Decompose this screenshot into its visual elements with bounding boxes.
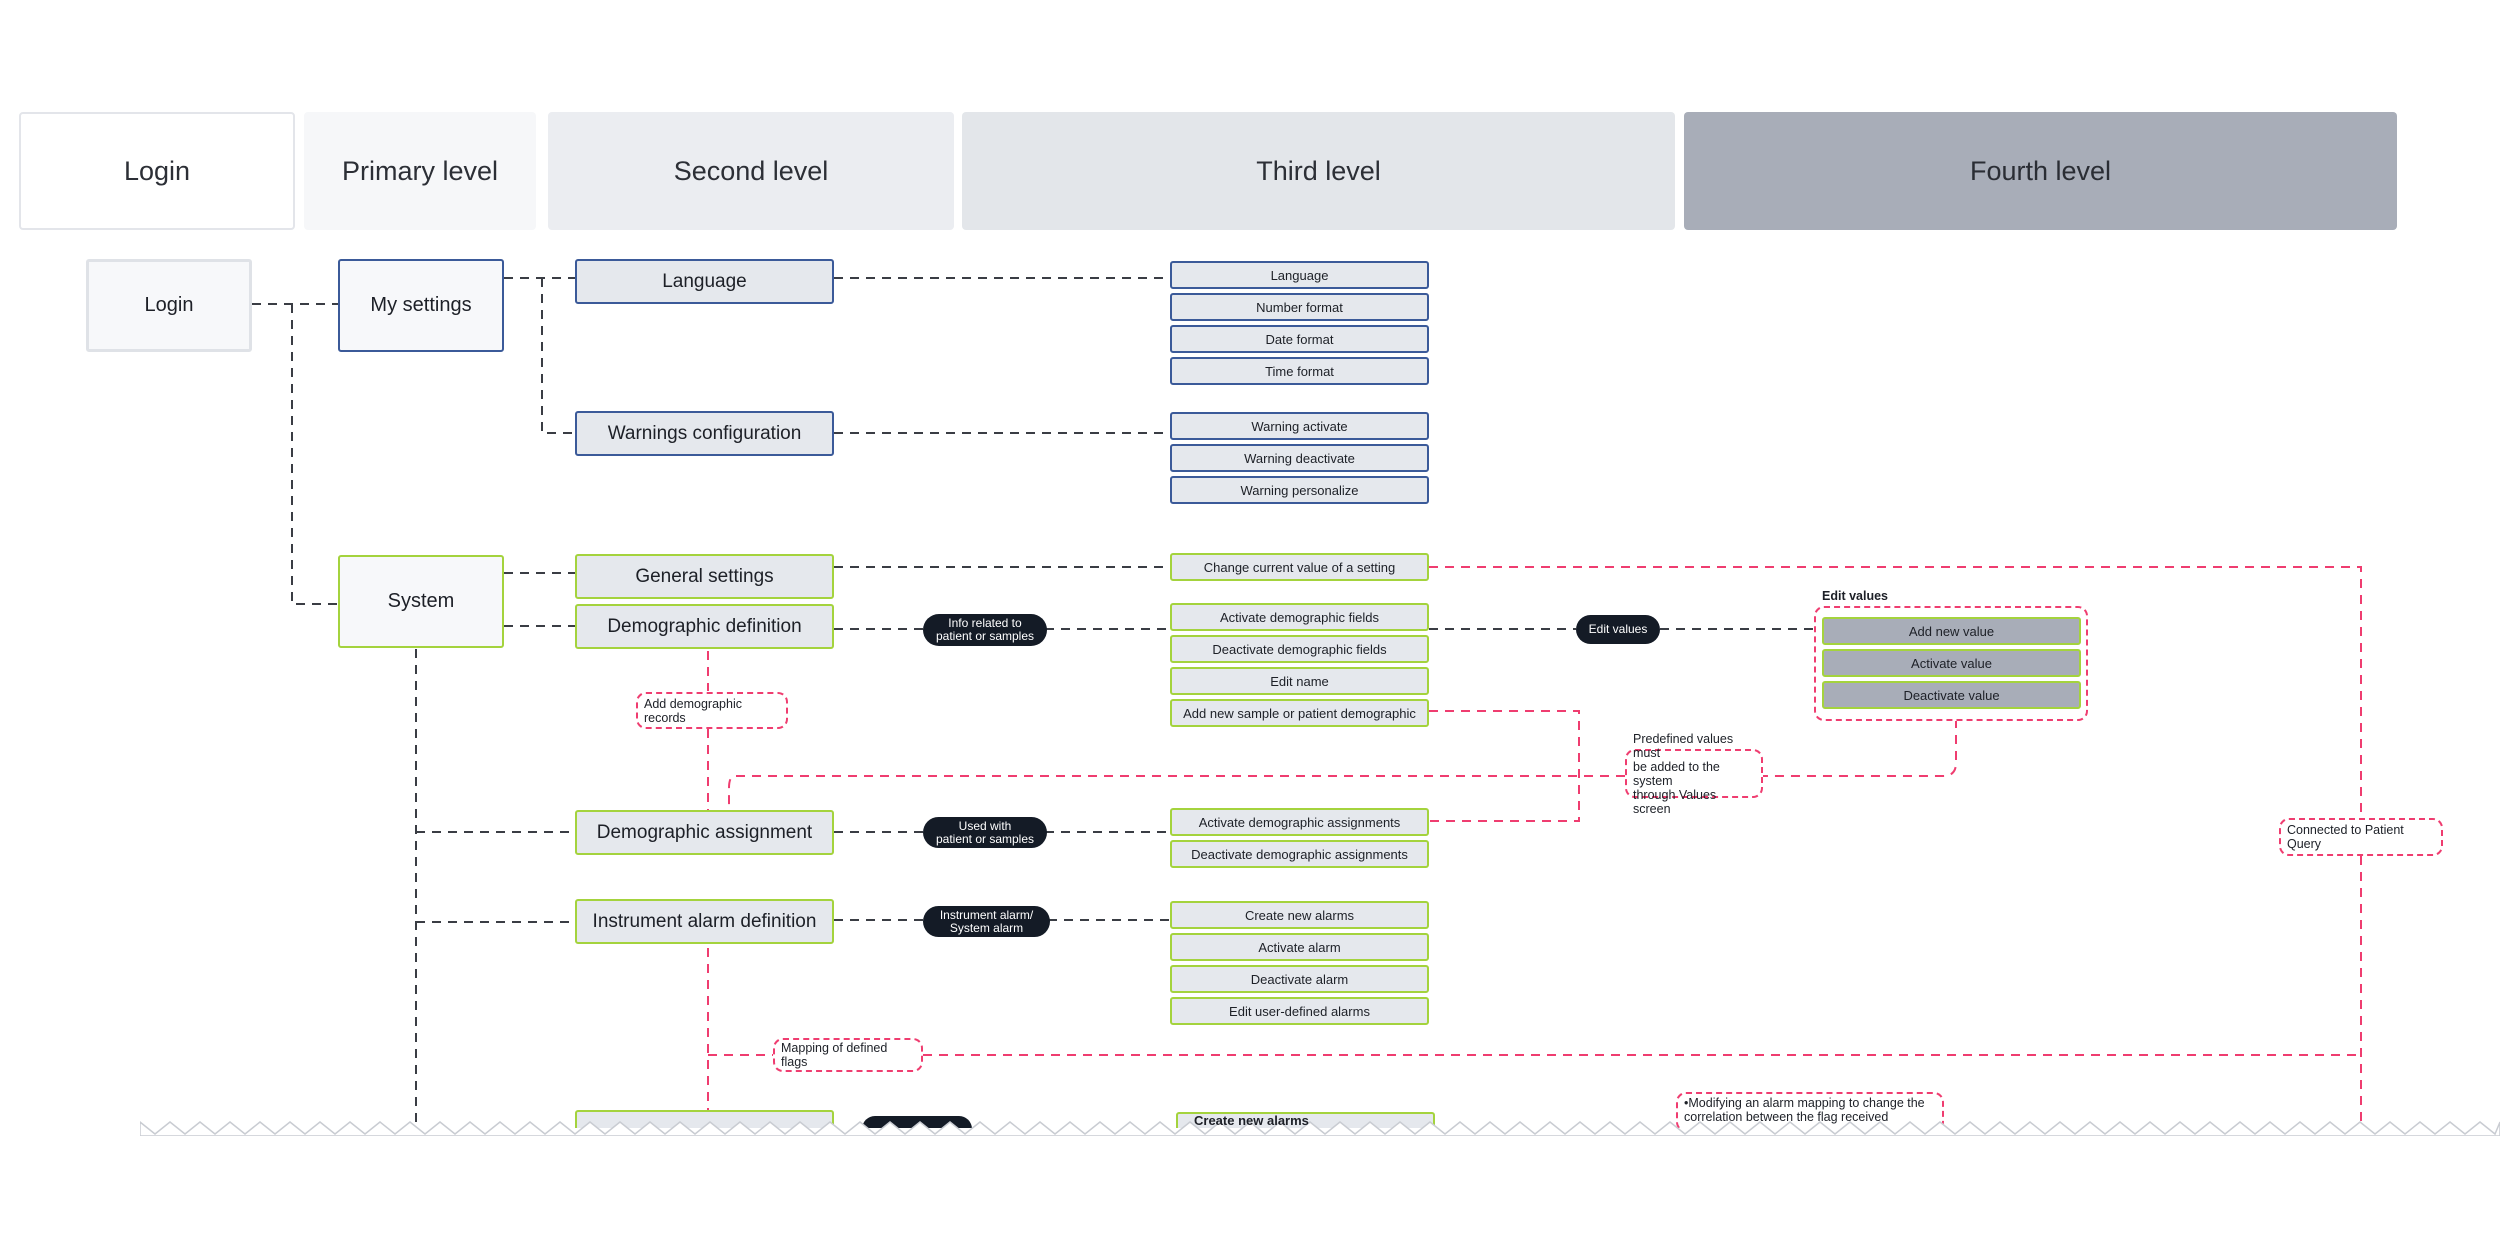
node-third-date-format[interactable]: Date format	[1170, 325, 1429, 353]
torn-edge	[140, 1121, 2500, 1136]
note-modifying-line1: •Modifying an alarm mapping to change th…	[1684, 1096, 1925, 1110]
node-fourth-add-new-value[interactable]: Add new value	[1822, 617, 2081, 645]
node-third-deactivate-demographic-assignments[interactable]: Deactivate demographic assignments	[1170, 840, 1429, 868]
pill-used-with-line1: Used with	[958, 818, 1012, 833]
node-third-activate-alarm[interactable]: Activate alarm	[1170, 933, 1429, 961]
note-predefined-line1: Predefined values must	[1633, 731, 1734, 760]
pill-info-related-line2: patient or samples	[935, 629, 1035, 643]
node-my-settings[interactable]: My settings	[338, 259, 504, 352]
node-demographic-assignment[interactable]: Demographic assignment	[575, 810, 834, 855]
pill-info-related-line1: Info related to	[948, 616, 1022, 630]
node-third-time-format[interactable]: Time format	[1170, 357, 1429, 385]
node-third-number-format[interactable]: Number format	[1170, 293, 1429, 321]
note-connected-patient-query: Connected to Patient Query	[2279, 818, 2443, 856]
cut-off-third-label: Create new alarms	[1194, 1113, 1309, 1128]
node-instrument-alarm-definition[interactable]: Instrument alarm definition	[575, 899, 834, 944]
node-fourth-activate-value[interactable]: Activate value	[1822, 649, 2081, 677]
node-fourth-deactivate-value[interactable]: Deactivate value	[1822, 681, 2081, 709]
node-third-edit-name[interactable]: Edit name	[1170, 667, 1429, 695]
node-system[interactable]: System	[338, 555, 504, 648]
node-third-language[interactable]: Language	[1170, 261, 1429, 289]
note-predefined-line3: through Values screen	[1633, 787, 1717, 816]
node-warnings-configuration[interactable]: Warnings configuration	[575, 411, 834, 456]
torn-edge-mask	[0, 1128, 2500, 1259]
note-modifying-alarm-mapping: •Modifying an alarm mapping to change th…	[1676, 1092, 1944, 1132]
node-third-deactivate-alarm[interactable]: Deactivate alarm	[1170, 965, 1429, 993]
note-add-demographic-records: Add demographic records	[636, 692, 788, 729]
node-third-deactivate-demographic-fields[interactable]: Deactivate demographic fields	[1170, 635, 1429, 663]
node-third-warning-deactivate[interactable]: Warning deactivate	[1170, 444, 1429, 472]
note-modifying-line2: correlation between the flag received	[1684, 1110, 1889, 1124]
note-mapping-defined-flags: Mapping of defined flags	[773, 1038, 923, 1072]
node-third-activate-demographic-fields[interactable]: Activate demographic fields	[1170, 603, 1429, 631]
node-third-add-new-demographic[interactable]: Add new sample or patient demographic	[1170, 699, 1429, 727]
pill-instrument-alarm-line1: Instrument alarm/	[939, 907, 1034, 922]
node-language[interactable]: Language	[575, 259, 834, 304]
pill-instrument-alarm-line2: System alarm	[949, 920, 1024, 935]
pill-used-with-line2: patient or samples	[935, 831, 1035, 846]
node-third-create-new-alarms[interactable]: Create new alarms	[1170, 901, 1429, 929]
node-third-warning-personalize[interactable]: Warning personalize	[1170, 476, 1429, 504]
header-fourth-level: Fourth level	[1684, 112, 2397, 230]
header-login: Login	[19, 112, 295, 230]
node-third-activate-demographic-assignments[interactable]: Activate demographic assignments	[1170, 808, 1429, 836]
pill-instrument-alarm: Instrument alarm/System alarm	[923, 906, 1050, 937]
node-login[interactable]: Login	[86, 259, 252, 352]
node-third-change-setting-value[interactable]: Change current value of a setting	[1170, 553, 1429, 581]
note-predefined-line2: be added to the system	[1633, 759, 1720, 788]
header-second-level: Second level	[548, 112, 954, 230]
node-third-warning-activate[interactable]: Warning activate	[1170, 412, 1429, 440]
header-third-level: Third level	[962, 112, 1675, 230]
header-primary-level: Primary level	[304, 112, 536, 230]
node-third-edit-user-defined-alarms[interactable]: Edit user-defined alarms	[1170, 997, 1429, 1025]
group-label-edit-values: Edit values	[1822, 589, 1888, 603]
node-general-settings[interactable]: General settings	[575, 554, 834, 599]
node-demographic-definition[interactable]: Demographic definition	[575, 604, 834, 649]
pill-edit-values: Edit values	[1576, 615, 1660, 644]
